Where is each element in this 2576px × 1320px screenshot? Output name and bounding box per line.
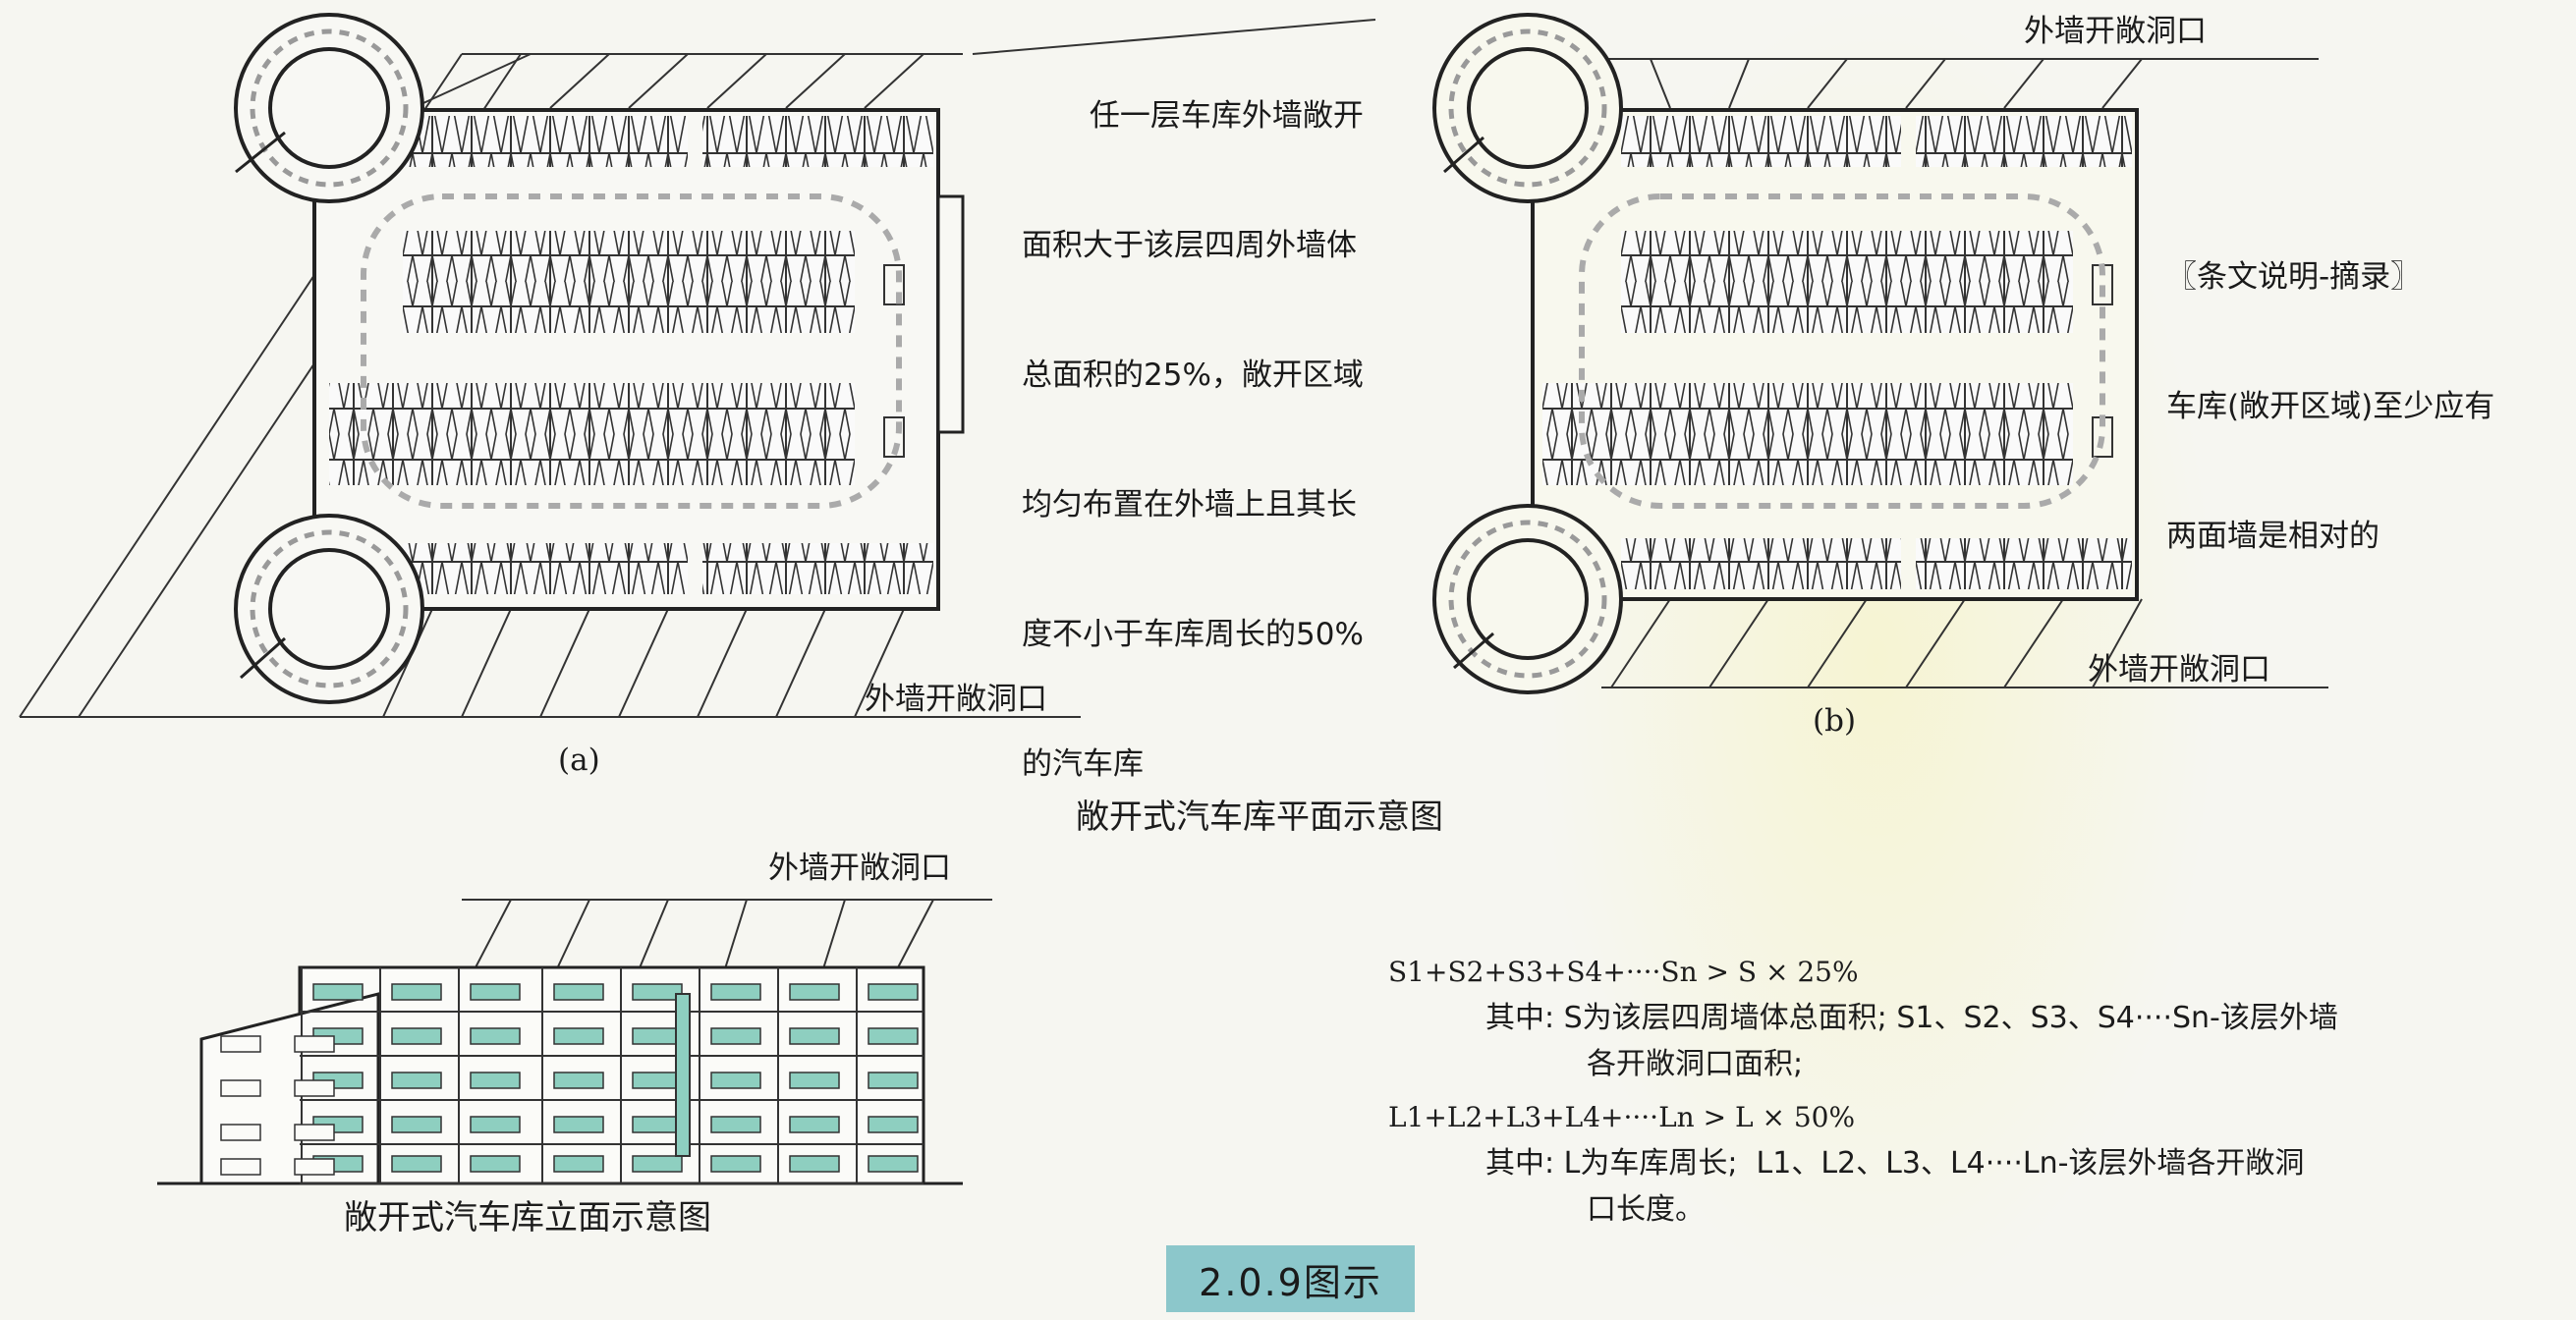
elevation-window bbox=[632, 1155, 683, 1173]
elevation-wing-window bbox=[220, 1124, 261, 1141]
plan-a bbox=[19, 13, 1376, 718]
formula-area: S1+S2+S3+S4+····Sn > S × 25% bbox=[1388, 956, 1859, 988]
elevation-window bbox=[632, 983, 683, 1001]
elevation-window bbox=[391, 1155, 442, 1173]
elevation-window bbox=[553, 1027, 604, 1045]
elevation-window bbox=[710, 983, 761, 1001]
elevation-window bbox=[553, 1116, 604, 1133]
plan-b-label: (b) bbox=[1813, 703, 1857, 739]
elevation-window bbox=[789, 1072, 840, 1089]
elevation-window bbox=[789, 1116, 840, 1133]
plan-a-callout-top: 任一层车库外墙敞开 面积大于该层四周外墙体 总面积的25%，敞开区域 均匀布置在… bbox=[1022, 98, 1364, 782]
elevation-wing-window bbox=[220, 1035, 261, 1053]
elevation-window bbox=[710, 1027, 761, 1045]
elevation-window bbox=[553, 1072, 604, 1089]
elevation-wing-window bbox=[294, 1124, 335, 1141]
plan-b-callout-bottom: 外墙开敞洞口 bbox=[2088, 652, 2270, 688]
elevation-window bbox=[868, 1155, 919, 1173]
elevation-window bbox=[470, 983, 521, 1001]
elevation-window bbox=[553, 983, 604, 1001]
elevation-wing-window bbox=[220, 1079, 261, 1097]
elevation-wing-window bbox=[294, 1035, 335, 1053]
plan-a-hatch bbox=[19, 53, 1081, 718]
formula-area-explanation: 其中: S为该层四周墙体总面积; S1、S2、S3、S4····Sn-该层外墙 bbox=[1485, 1001, 2338, 1035]
elevation-window bbox=[710, 1072, 761, 1089]
elevation-window bbox=[868, 1116, 919, 1133]
elevation-window bbox=[868, 983, 919, 1001]
figure-caption: 2.0.9图示 bbox=[1166, 1245, 1415, 1312]
plan-b bbox=[1432, 13, 2328, 694]
elevation-window bbox=[632, 1027, 683, 1045]
elevation-window bbox=[470, 1027, 521, 1045]
elevation-window bbox=[868, 1072, 919, 1089]
elevation-drawing bbox=[157, 899, 992, 1185]
formula-area-explanation-cont: 各开敞洞口面积; bbox=[1587, 1047, 1804, 1081]
elevation-window bbox=[868, 1027, 919, 1045]
elevation-window bbox=[789, 1027, 840, 1045]
elevation-window bbox=[553, 1155, 604, 1173]
elevation-wing-window bbox=[220, 1158, 261, 1176]
elevation-window bbox=[632, 1116, 683, 1133]
formula-length: L1+L2+L3+L4+····Ln > L × 50% bbox=[1388, 1101, 1856, 1133]
elevation-window bbox=[789, 1155, 840, 1173]
formula-length-explanation-cont: 口长度。 bbox=[1587, 1192, 1705, 1227]
elevation-window bbox=[391, 983, 442, 1001]
elevation-window bbox=[391, 1072, 442, 1089]
elevation-window bbox=[710, 1155, 761, 1173]
elevation-title: 敞开式汽车库立面示意图 bbox=[344, 1198, 711, 1238]
plan-a-label: (a) bbox=[558, 742, 600, 778]
elevation-window bbox=[632, 1072, 683, 1089]
elevation-window bbox=[470, 1116, 521, 1133]
formula-length-explanation: 其中: L为车库周长; L1、L2、L3、L4····Ln-该层外墙各开敞洞 bbox=[1485, 1146, 2305, 1181]
elevation-windows bbox=[220, 967, 924, 1184]
elevation-wing-window bbox=[294, 1079, 335, 1097]
plan-a-callout-bottom: 外墙开敞洞口 bbox=[865, 682, 1047, 717]
elevation-window bbox=[391, 1027, 442, 1045]
plan-b-note: 〖条文说明-摘录〗 车库(敞开区域)至少应有 两面墙是相对的 bbox=[2166, 259, 2495, 554]
plan-b-callout-top: 外墙开敞洞口 bbox=[2024, 14, 2207, 49]
elevation-window bbox=[789, 983, 840, 1001]
elevation-window bbox=[391, 1116, 442, 1133]
elevation-window bbox=[470, 1072, 521, 1089]
elevation-callout: 外墙开敞洞口 bbox=[768, 851, 951, 886]
elevation-window bbox=[710, 1116, 761, 1133]
elevation-window bbox=[470, 1155, 521, 1173]
plan-figure-title: 敞开式汽车库平面示意图 bbox=[1076, 798, 1443, 837]
elevation-window bbox=[312, 983, 364, 1001]
elevation-wing-window bbox=[294, 1158, 335, 1176]
